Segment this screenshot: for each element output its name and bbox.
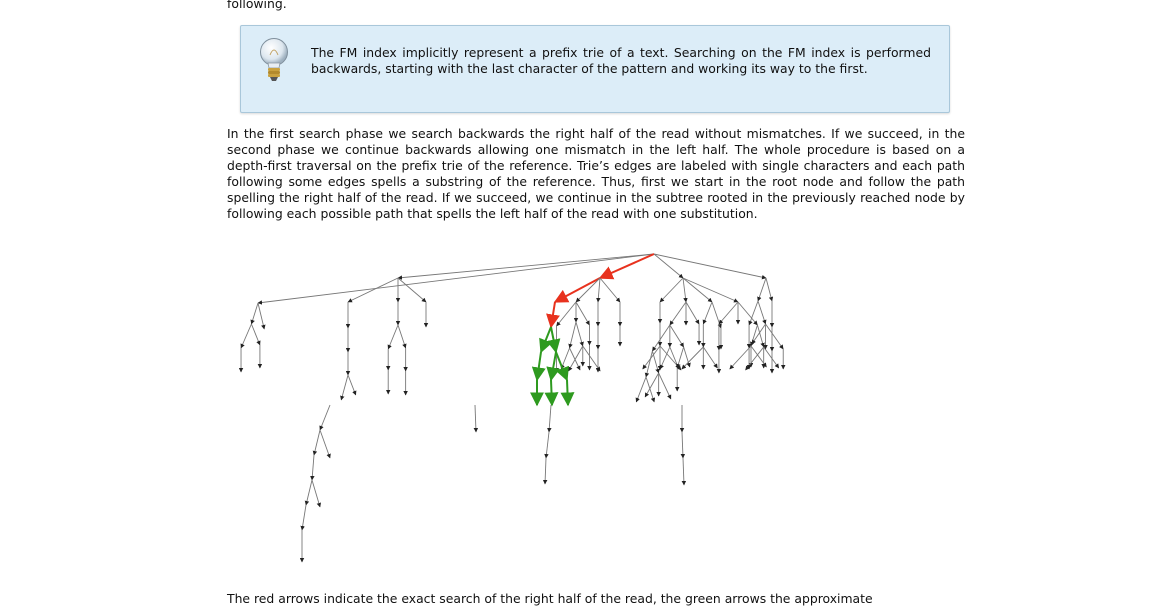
search-path-arrow	[546, 326, 561, 354]
trie-edge	[575, 277, 601, 303]
trie-edge	[397, 277, 427, 303]
trie-edge	[257, 253, 655, 305]
trie-edge	[568, 345, 584, 372]
trie-edge	[683, 346, 691, 368]
trie-edge	[473, 404, 479, 433]
trie-edge	[556, 301, 577, 327]
trie-edge	[251, 323, 261, 346]
body-paragraph-arrow-caption: The red arrows indicate the exact search…	[227, 591, 873, 606]
trie-edge	[547, 404, 552, 433]
info-note-box: The FM index implicitly represent a pref…	[240, 25, 950, 113]
trie-edge	[311, 479, 322, 508]
search-path-arrow	[546, 351, 561, 382]
trie-edge	[750, 324, 758, 347]
trie-edge	[240, 323, 252, 349]
trie-edge	[387, 324, 399, 350]
trie-edge	[737, 301, 758, 326]
trie-edge	[560, 347, 570, 370]
trie-edge	[653, 253, 684, 279]
trie-edge	[304, 479, 313, 506]
trie-edge	[682, 277, 713, 303]
search-path-arrow	[539, 326, 553, 354]
trie-edge	[599, 277, 621, 303]
trie-edge	[669, 324, 685, 348]
trie-edge	[542, 457, 548, 485]
trie-edge	[568, 321, 577, 349]
trie-edge	[575, 321, 584, 347]
trie-edge	[748, 300, 759, 326]
trie-edge	[645, 376, 656, 403]
search-path-arrow	[553, 277, 601, 303]
trie-edge	[757, 300, 767, 325]
trie-edge	[312, 429, 321, 456]
trie-edge	[682, 277, 739, 303]
prefix-trie-diagram	[238, 253, 786, 563]
top-text-fragment: following.	[227, 0, 287, 11]
search-path-arrow	[531, 351, 546, 382]
trie-edge	[669, 301, 687, 326]
trie-edge	[319, 404, 331, 431]
trie-edge	[765, 277, 774, 302]
trie-edge	[680, 431, 686, 459]
lightbulb-icon	[260, 38, 288, 81]
trie-edge	[659, 277, 684, 303]
trie-edge	[702, 346, 718, 369]
trie-edge	[685, 301, 700, 325]
trie-edge	[642, 345, 661, 370]
trie-edge	[653, 253, 767, 280]
search-path-arrow	[544, 379, 559, 407]
trie-edge	[702, 301, 713, 325]
search-path-arrow	[555, 351, 569, 382]
trie-edge	[544, 431, 550, 459]
trie-edge	[757, 277, 767, 302]
trie-edge	[319, 429, 331, 459]
trie-edge	[644, 372, 660, 398]
trie-edge	[575, 301, 590, 326]
trie-edge	[676, 346, 685, 369]
trie-edge	[651, 350, 660, 374]
trie-edge	[257, 302, 266, 330]
trie-edge	[751, 323, 766, 345]
trie-edge	[681, 457, 687, 486]
trie-edge	[596, 277, 601, 303]
trie-edge	[682, 277, 688, 303]
trie-edge	[347, 277, 399, 303]
body-paragraph-search-phases: In the first search phase we search back…	[227, 126, 965, 221]
trie-edge	[729, 345, 752, 370]
trie-edge	[300, 504, 307, 531]
trie-edge	[763, 346, 780, 369]
trie-edge	[718, 301, 739, 325]
note-text: The FM index implicitly represent a pref…	[311, 45, 931, 76]
trie-edge	[397, 253, 655, 280]
trie-edge	[397, 324, 407, 349]
search-path-arrow	[598, 253, 655, 280]
trie-edge	[582, 345, 601, 372]
trie-edge	[658, 372, 672, 400]
search-path-arrow	[560, 379, 575, 407]
trie-edge	[765, 323, 784, 350]
trie-edge	[756, 324, 765, 348]
trie-edge	[644, 350, 653, 378]
trie-edge	[711, 301, 722, 329]
search-path-arrow	[546, 301, 560, 329]
trie-edge	[659, 346, 671, 370]
trie-edge	[250, 302, 259, 325]
trie-edge	[310, 454, 315, 481]
trie-edge	[347, 374, 357, 396]
trie-edge	[652, 324, 671, 352]
trie-edge	[681, 346, 704, 370]
trie-edge	[635, 376, 647, 403]
trie-edge	[340, 374, 349, 401]
trie-edge	[569, 347, 581, 371]
